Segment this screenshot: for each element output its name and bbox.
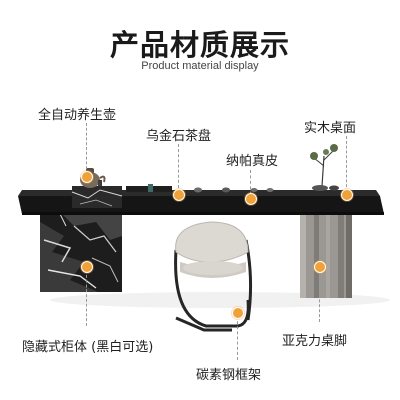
cabinet-leader [86,270,87,326]
label-tea-tray: 乌金石茶盘 [146,129,212,144]
cabinet-marker [81,261,93,273]
tea-tray-leader [178,144,179,188]
label-nappa-leather: 纳帕真皮 [226,154,279,169]
wood-top-marker [341,189,353,201]
frame-leader [237,316,238,360]
label-hidden-cabinet: 隐藏式柜体 (黑白可选) [22,340,154,355]
decor-plant-graphic [310,144,339,191]
page-title: 产品材质展示 [109,28,290,62]
kettle-marker [81,171,93,183]
nappa-marker [245,193,257,205]
label-acrylic-leg: 亚克力桌脚 [282,334,348,349]
label-kettle: 全自动养生壶 [38,108,117,123]
kettle-leader [86,123,87,174]
wood-top-leader [346,136,347,192]
marble-cabinet-graphic [40,208,122,292]
acrylic-leg-graphic [300,214,352,298]
acrylic-marker [314,261,326,273]
chair-graphic [174,221,253,332]
acrylic-leader [319,270,320,322]
label-carbon-steel-frame: 碳素钢框架 [196,368,262,383]
tea-tray-marker [173,189,185,201]
nappa-leader [250,170,251,200]
teacups-graphic [148,184,274,193]
page-subtitle: Product material display [141,60,259,72]
label-wood-top: 实木桌面 [304,121,357,136]
frame-marker [232,307,244,319]
